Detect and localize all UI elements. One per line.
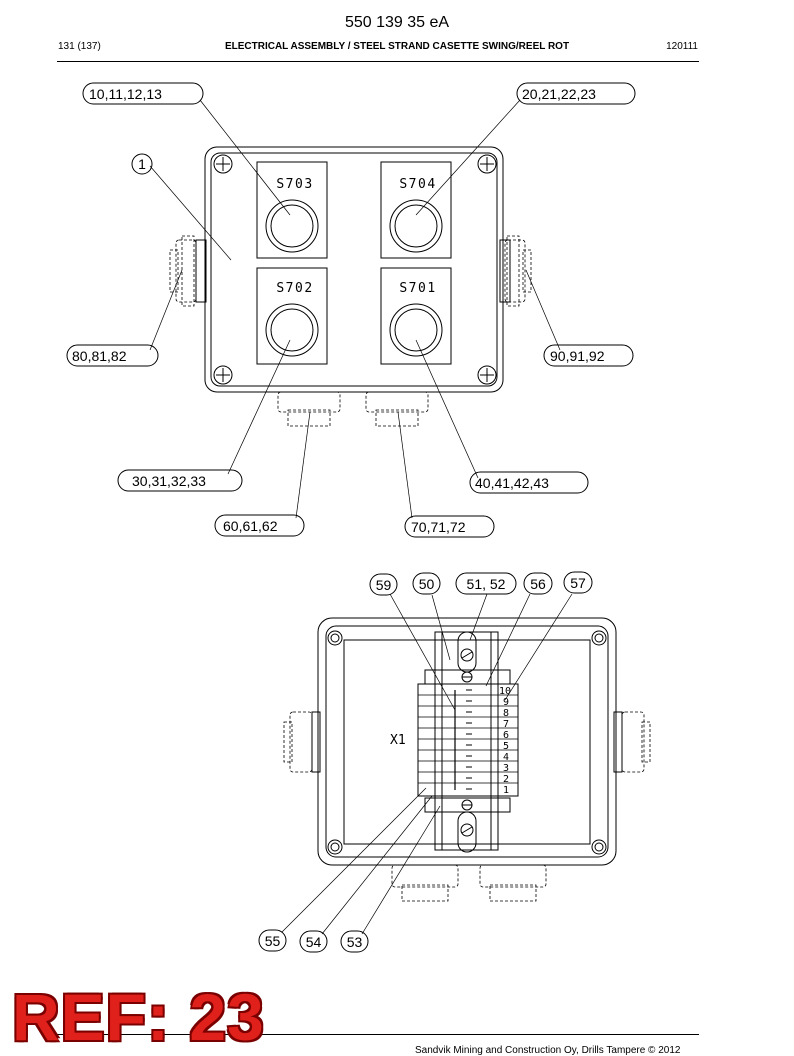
callout-label: 56 — [530, 576, 546, 592]
callout-label: 51, 52 — [467, 576, 506, 592]
switch-label: S701 — [399, 281, 436, 296]
callout-label: 80,81,82 — [72, 348, 127, 364]
callout-label: 1 — [138, 156, 146, 172]
corner-screw-icon — [327, 630, 607, 855]
document-title: ELECTRICAL ASSEMBLY / STEEL STRAND CASET… — [224, 41, 570, 52]
terminal-number: 1 — [503, 785, 509, 796]
callout-label: 90,91,92 — [550, 348, 605, 364]
terminal-number: 9 — [503, 697, 509, 708]
callout-label: 59 — [376, 577, 392, 593]
switch-label: S703 — [276, 177, 313, 192]
callout-label: 57 — [570, 575, 586, 591]
callout-label: 70,71,72 — [411, 519, 466, 535]
callout-label: 60,61,62 — [223, 518, 278, 534]
callout-label: 54 — [306, 934, 322, 950]
leader-lines-upper — [149, 99, 561, 519]
callout-label: 30,31,32,33 — [132, 473, 206, 489]
callout-label: 53 — [347, 934, 363, 950]
terminal-number: 3 — [503, 763, 509, 774]
callout-label: 50 — [419, 576, 435, 592]
terminal-number: 6 — [503, 730, 509, 741]
terminal-enclosure: 10 9 8 7 6 5 4 3 2 1 X1 — [283, 617, 651, 902]
terminal-number: 8 — [503, 708, 509, 719]
callout-label: 40,41,42,43 — [475, 475, 549, 491]
footer-copyright: Sandvik Mining and Construction Oy, Dril… — [415, 1045, 681, 1056]
terminal-number: 2 — [503, 774, 509, 785]
corner-screw-icon — [213, 154, 497, 385]
terminal-label: X1 — [390, 733, 406, 748]
pushbutton-icon — [265, 199, 443, 357]
terminal-number: 10 — [499, 686, 511, 697]
switch-label: S702 — [276, 281, 313, 296]
callouts-lower: 59 50 51, 52 56 57 55 54 53 — [258, 571, 593, 953]
rail-screw-icon — [460, 648, 474, 837]
switch-enclosure: S703 S704 S702 S701 — [169, 146, 532, 427]
document-number: 550 139 35 eA — [344, 14, 450, 31]
callouts-upper: 10,11,12,13 20,21,22,23 1 80,81,82 90,91… — [66, 82, 636, 538]
footer-rule — [57, 1034, 699, 1035]
terminal-rows — [418, 689, 518, 790]
page-number: 131 (137) — [58, 41, 101, 52]
switch-label: S704 — [399, 177, 436, 192]
callout-label: 55 — [265, 933, 281, 949]
header-rule — [57, 61, 699, 62]
callout-label: 20,21,22,23 — [522, 86, 596, 102]
callout-label: 10,11,12,13 — [89, 86, 162, 102]
terminal-number: 4 — [503, 752, 509, 763]
document-date: 120111 — [666, 41, 698, 52]
terminal-number: 5 — [503, 741, 509, 752]
reference-stamp: REF: 23 — [12, 980, 265, 1054]
terminal-number: 7 — [503, 719, 509, 730]
leader-lines-lower — [281, 593, 573, 935]
